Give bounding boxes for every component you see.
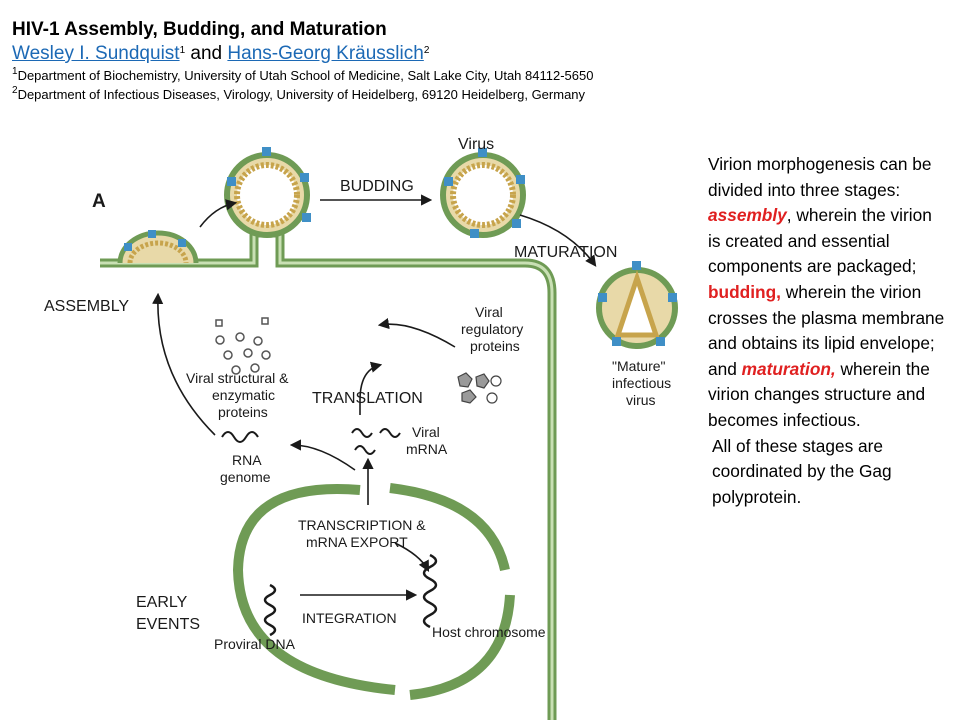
label-rna-1: RNA — [232, 452, 262, 468]
rna-genome-icon — [221, 431, 259, 443]
label-viral-mrna-1: Viral — [412, 424, 440, 440]
intro-text: Virion morphogenesis can be divided into… — [708, 154, 932, 200]
budding-description: wherein the virion crosses the plasma me… — [708, 281, 945, 354]
author-link-sundquist[interactable]: Wesley I. Sundquist — [12, 43, 180, 64]
env-protein-icon — [444, 177, 453, 186]
assembly-description: , wherein the virion is created and esse… — [708, 205, 932, 277]
proviral-dna-icon — [263, 583, 277, 637]
viral-mrna-icon — [351, 428, 401, 455]
label-early-1: EARLY — [136, 594, 188, 611]
label-mature-1: "Mature" — [612, 358, 666, 374]
label-mature-2: infectious — [612, 375, 671, 391]
env-protein-icon — [300, 173, 309, 182]
keyword-budding: budding, — [708, 281, 781, 302]
affiliation-1: 1Department of Biochemistry, University … — [12, 66, 912, 85]
aff2-superscript: 2 — [12, 85, 18, 96]
label-translation: TRANSLATION — [312, 390, 423, 407]
label-transcription-2: mRNA EXPORT — [306, 534, 408, 550]
mature-virion — [596, 261, 678, 349]
env-protein-icon — [302, 213, 311, 222]
env-protein-icon — [227, 177, 236, 186]
label-host-chromosome: Host chromosome — [432, 624, 546, 640]
author1-superscript: 1 — [179, 45, 186, 56]
env-protein-icon — [632, 261, 641, 270]
label-viral-mrna-2: mRNA — [406, 441, 448, 457]
label-viral-struct-2: enzymatic — [212, 387, 275, 403]
stages-paragraph: Virion morphogenesis can be divided into… — [708, 152, 948, 357]
gag-paragraph: All of these stages are coordinated by t… — [708, 434, 948, 511]
label-viral-reg-1: Viral — [475, 304, 503, 320]
slide-header: HIV-1 Assembly, Budding, and Maturation … — [12, 18, 912, 104]
env-protein-icon — [148, 230, 156, 238]
label-maturation: MATURATION — [514, 244, 617, 261]
label-assembly: ASSEMBLY — [44, 298, 129, 315]
label-budding: BUDDING — [340, 178, 414, 195]
immature-virion — [440, 148, 526, 238]
author-line: Wesley I. Sundquist1 and Hans-Georg Kräu… — [12, 42, 912, 66]
env-protein-icon — [598, 293, 607, 302]
env-protein-icon — [668, 293, 677, 302]
viral-structural-protein-icons — [215, 317, 271, 375]
author-conjunction: and — [185, 43, 228, 64]
maturation-paragraph: and maturation, wherein the virion chang… — [708, 357, 948, 434]
gag-description: All of these stages are coordinated by t… — [712, 435, 892, 507]
panel-label: A — [92, 191, 106, 212]
author-link-krausslich[interactable]: Hans-Georg Kräusslich — [227, 43, 424, 64]
env-protein-icon — [470, 229, 479, 238]
page-title: HIV-1 Assembly, Budding, and Maturation — [12, 19, 387, 40]
env-protein-icon — [656, 337, 665, 346]
label-proviral-dna: Proviral DNA — [214, 636, 296, 652]
label-mature-3: virus — [626, 392, 656, 408]
aff1-text: Department of Biochemistry, University o… — [17, 68, 594, 83]
author2-superscript: 2 — [423, 45, 430, 56]
keyword-assembly: assembly — [708, 205, 787, 226]
env-protein-icon — [178, 239, 186, 247]
label-integration: INTEGRATION — [302, 610, 397, 626]
label-rna-2: genome — [220, 469, 271, 485]
conical-capsid — [614, 270, 660, 338]
label-transcription-1: TRANSCRIPTION & — [298, 517, 426, 533]
stages-description: Virion morphogenesis can be divided into… — [708, 152, 948, 510]
label-virus: Virus — [458, 136, 494, 153]
keyword-maturation: maturation, — [741, 358, 836, 379]
label-early-2: EVENTS — [136, 616, 200, 633]
assembly-site — [117, 230, 199, 264]
and-text: and — [708, 358, 742, 379]
hiv-lifecycle-figure: A BUDDING Virus MATURATION "Mature" infe… — [0, 115, 700, 720]
label-viral-reg-2: regulatory — [461, 321, 523, 337]
env-protein-icon — [124, 243, 132, 251]
env-protein-icon — [478, 148, 487, 157]
lifecycle-diagram: A BUDDING Virus MATURATION "Mature" infe… — [44, 136, 678, 720]
aff1-superscript: 1 — [12, 66, 18, 77]
label-viral-struct-3: proteins — [218, 404, 268, 420]
budding-virion — [224, 147, 311, 238]
pathway-arrows — [152, 194, 597, 601]
affiliation-2: 2Department of Infectious Diseases, Viro… — [12, 85, 912, 104]
label-viral-reg-3: proteins — [470, 338, 520, 354]
maturation-description: wherein the virion changes structure and… — [708, 358, 930, 430]
nucleus — [232, 483, 515, 700]
env-protein-icon — [612, 337, 621, 346]
aff2-text: Department of Infectious Diseases, Virol… — [17, 87, 586, 102]
viral-regulatory-protein-icons — [457, 372, 502, 404]
label-viral-struct-1: Viral structural & — [186, 370, 289, 386]
env-protein-icon — [262, 147, 271, 156]
env-protein-icon — [512, 219, 521, 228]
env-protein-icon — [516, 175, 525, 184]
host-chromosome-icon — [422, 553, 438, 629]
